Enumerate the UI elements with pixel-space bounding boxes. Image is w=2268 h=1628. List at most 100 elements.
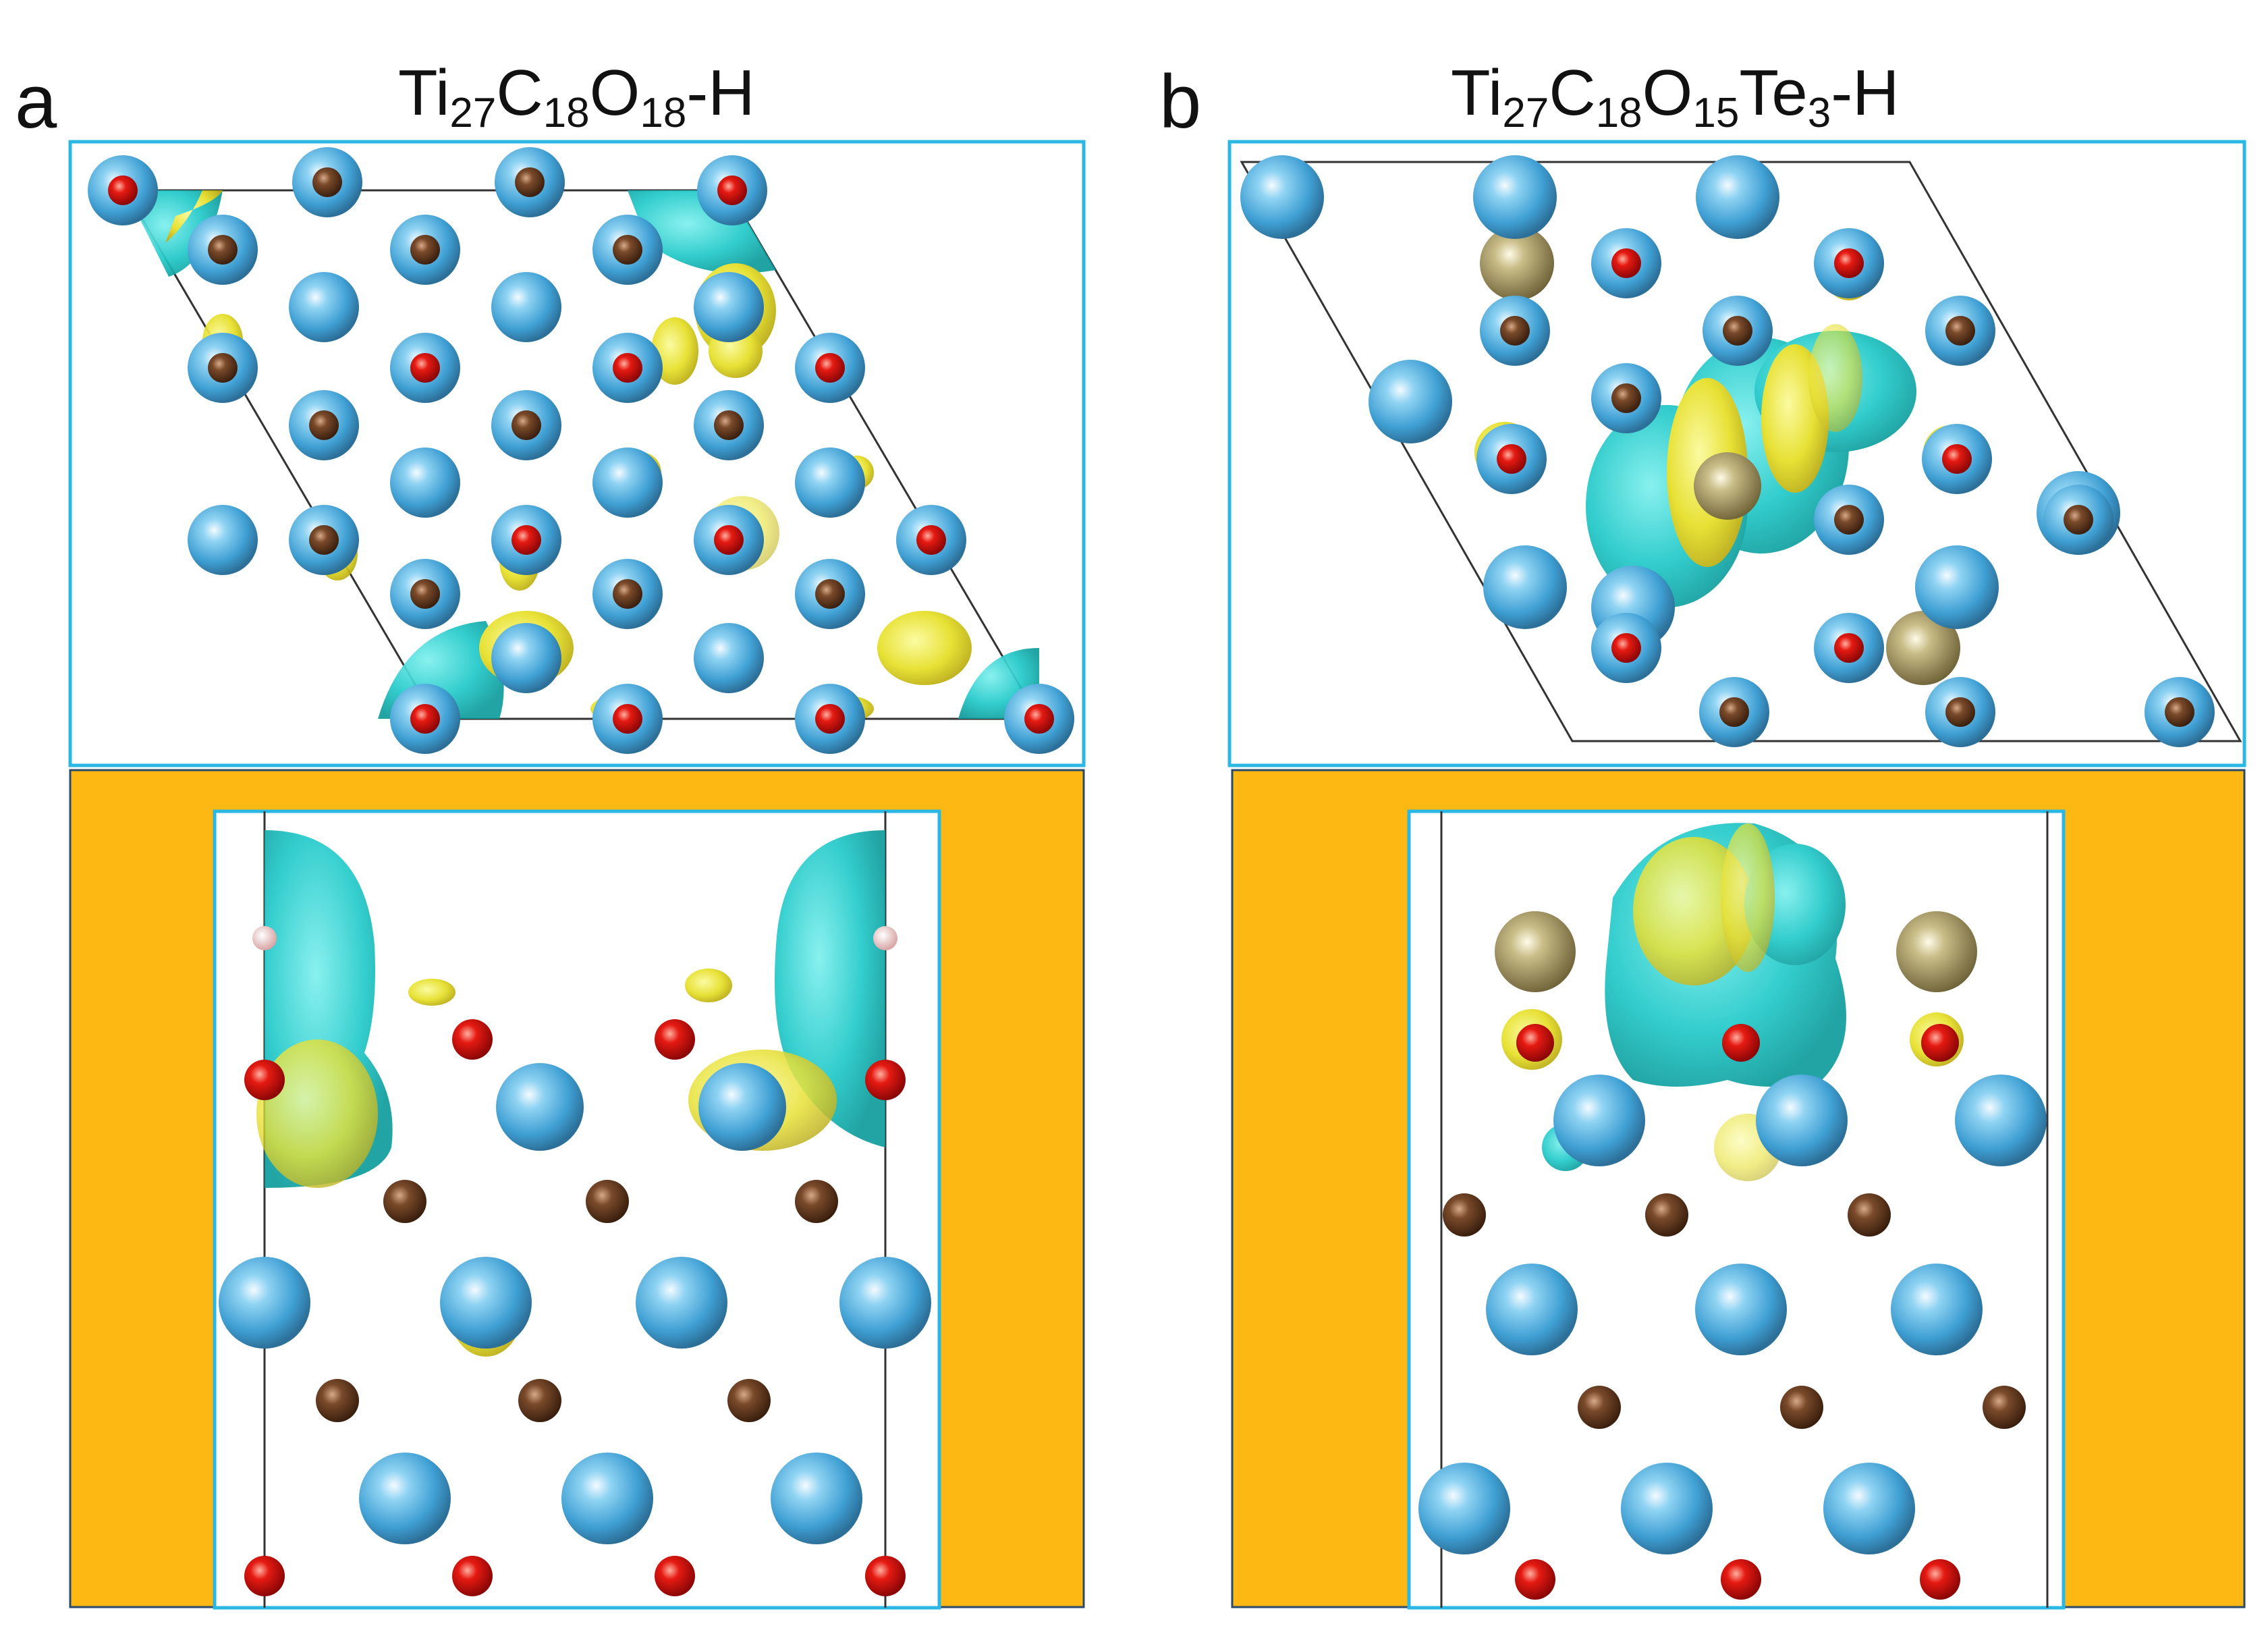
carbon-atom bbox=[2064, 505, 2093, 535]
titanium-atom bbox=[694, 272, 764, 342]
oxygen-atom bbox=[1611, 248, 1641, 278]
oxygen-atom bbox=[1920, 1559, 1960, 1600]
carbon-atom bbox=[312, 167, 342, 197]
panel-b-title-part: Ti bbox=[1451, 57, 1503, 129]
panel-a-title-part: C bbox=[496, 57, 543, 129]
titanium-atom bbox=[1955, 1075, 2047, 1166]
carbon-atom bbox=[1983, 1386, 2026, 1429]
panel-a-side-atoms bbox=[219, 926, 931, 1596]
carbon-atom bbox=[1723, 316, 1752, 346]
panel-a-top-view bbox=[68, 140, 1086, 767]
carbon-atom bbox=[511, 410, 541, 440]
titanium-atom bbox=[839, 1257, 931, 1349]
panel-b-title-part: 18 bbox=[1595, 90, 1642, 136]
panel-b-top-unit-cell bbox=[1240, 161, 2242, 742]
panel-b-side-charge-density bbox=[1501, 823, 1964, 1181]
panel-a-title-part: 27 bbox=[449, 90, 497, 136]
oxygen-atom bbox=[452, 1019, 493, 1060]
panel-b-top-atoms bbox=[1240, 155, 2215, 747]
carbon-atom bbox=[1780, 1386, 1823, 1429]
carbon-atom bbox=[613, 235, 642, 265]
oxygen-atom bbox=[1516, 1024, 1554, 1062]
titanium-atom bbox=[289, 272, 359, 342]
tellurium-atom bbox=[1896, 911, 1977, 992]
titanium-atom bbox=[1486, 1264, 1578, 1355]
oxygen-atom bbox=[1722, 1024, 1760, 1062]
titanium-atom bbox=[1915, 545, 1999, 629]
oxygen-atom bbox=[108, 175, 138, 205]
titanium-atom bbox=[1621, 1463, 1713, 1554]
oxygen-atom bbox=[1921, 1024, 1959, 1062]
carbon-atom bbox=[410, 579, 440, 609]
oxygen-atom bbox=[1611, 633, 1641, 663]
panel-b-top-view bbox=[1227, 140, 2246, 767]
titanium-atom bbox=[1695, 1264, 1787, 1355]
titanium-atom bbox=[1473, 155, 1557, 239]
carbon-atom bbox=[515, 167, 545, 197]
carbon-atom bbox=[1578, 1386, 1621, 1429]
titanium-atom bbox=[496, 1063, 584, 1151]
titanium-atom bbox=[1823, 1463, 1915, 1554]
oxygen-atom bbox=[865, 1060, 906, 1100]
panel-b-title-part: -H bbox=[1831, 57, 1900, 129]
tellurium-atom bbox=[1495, 911, 1576, 992]
panel-b-title-part: O bbox=[1642, 57, 1693, 129]
carbon-atom bbox=[309, 410, 339, 440]
titanium-atom bbox=[1240, 155, 1324, 239]
carbon-atom bbox=[1945, 316, 1975, 346]
oxygen-atom bbox=[1515, 1559, 1555, 1600]
carbon-atom bbox=[1719, 697, 1749, 727]
carbon-atom bbox=[309, 525, 339, 555]
titanium-atom bbox=[1891, 1264, 1983, 1355]
oxygen-atom bbox=[1834, 633, 1864, 663]
panel-a-title: Ti27C18O18-H bbox=[398, 61, 755, 134]
titanium-atom bbox=[1368, 360, 1452, 443]
titanium-atom bbox=[188, 505, 258, 575]
carbon-atom bbox=[1945, 697, 1975, 727]
oxygen-atom bbox=[410, 704, 440, 734]
panel-a-title-part: Ti bbox=[398, 57, 450, 129]
panel-b-title-part: Te bbox=[1739, 57, 1808, 129]
titanium-atom bbox=[359, 1453, 451, 1544]
tellurium-atom bbox=[1886, 611, 1960, 685]
carbon-atom bbox=[208, 353, 238, 383]
oxygen-atom bbox=[1024, 704, 1054, 734]
panel-b-title-part: 3 bbox=[1807, 90, 1831, 136]
oxygen-atom bbox=[613, 704, 642, 734]
titanium-atom bbox=[771, 1453, 862, 1544]
oxygen-atom bbox=[815, 704, 845, 734]
hydrogen-atom bbox=[873, 926, 897, 950]
carbon-atom bbox=[1848, 1193, 1891, 1237]
titanium-atom bbox=[440, 1257, 532, 1349]
titanium-atom bbox=[636, 1257, 727, 1349]
oxygen-atom bbox=[1721, 1559, 1761, 1600]
oxygen-atom bbox=[865, 1556, 906, 1596]
panel-a-letter: a bbox=[15, 59, 57, 144]
panel-b-side-view bbox=[1231, 769, 2246, 1610]
titanium-atom bbox=[795, 447, 865, 518]
hydrogen-atom bbox=[252, 926, 277, 950]
titanium-atom bbox=[1553, 1075, 1645, 1166]
carbon-atom bbox=[518, 1379, 561, 1422]
oxygen-atom bbox=[655, 1019, 695, 1060]
panel-b-title-part: C bbox=[1549, 57, 1596, 129]
carbon-atom bbox=[613, 579, 642, 609]
titanium-atom bbox=[561, 1453, 653, 1544]
panel-a-top-atoms bbox=[88, 147, 1074, 754]
oxygen-atom bbox=[244, 1060, 285, 1100]
carbon-atom bbox=[1443, 1193, 1486, 1237]
tellurium-atom bbox=[1480, 226, 1554, 300]
oxygen-atom bbox=[410, 353, 440, 383]
titanium-atom bbox=[592, 447, 663, 518]
titanium-atom bbox=[1696, 155, 1779, 239]
carbon-atom bbox=[383, 1180, 426, 1223]
panel-b-title-part: 27 bbox=[1502, 90, 1549, 136]
carbon-atom bbox=[1645, 1193, 1688, 1237]
carbon-atom bbox=[586, 1180, 629, 1223]
oxygen-atom bbox=[714, 525, 744, 555]
panel-b-title-part: 15 bbox=[1692, 90, 1740, 136]
titanium-atom bbox=[1756, 1075, 1848, 1166]
carbon-atom bbox=[316, 1379, 359, 1422]
oxygen-atom bbox=[717, 175, 747, 205]
